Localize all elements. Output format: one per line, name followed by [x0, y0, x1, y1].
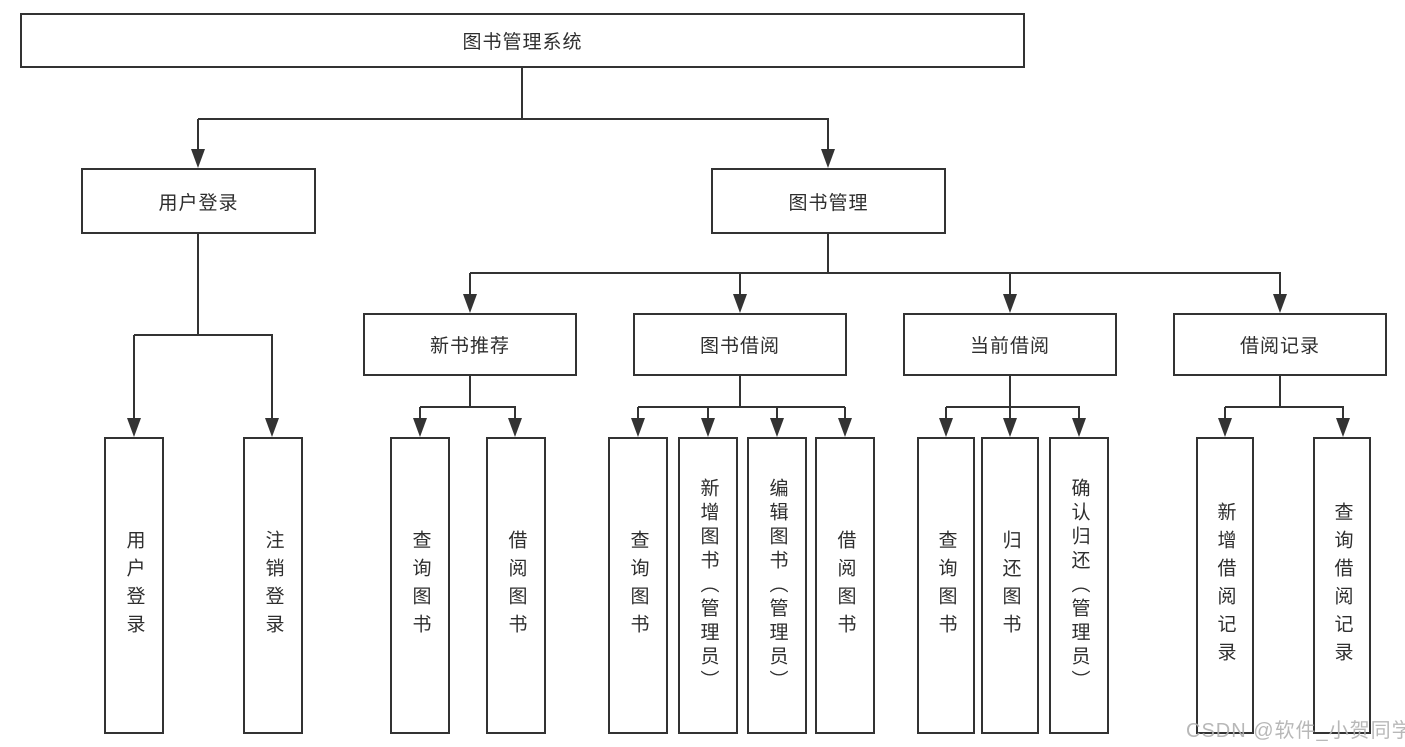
leaf-user-login: 用户登录: [104, 437, 164, 734]
node-root-system: 图书管理系统: [20, 13, 1025, 68]
leaf-query-books-current: 查询图书: [917, 437, 975, 734]
leaf-query-books-recommend: 查询图书: [390, 437, 450, 734]
leaf-add-book-admin: 新增图书（管理员）: [678, 437, 738, 734]
csdn-watermark: CSDN @软件_小贺同学: [1186, 720, 1405, 742]
leaf-query-books-borrow: 查询图书: [608, 437, 668, 734]
leaf-borrow-book: 借阅图书: [815, 437, 875, 734]
leaf-return-book: 归还图书: [981, 437, 1039, 734]
leaf-confirm-return-admin: 确认归还（管理员）: [1049, 437, 1109, 734]
leaf-edit-book-admin: 编辑图书（管理员）: [747, 437, 807, 734]
node-new-book-recommend: 新书推荐: [363, 313, 577, 376]
arrowhead-icons: [127, 149, 1350, 437]
node-book-borrow: 图书借阅: [633, 313, 847, 376]
leaf-query-borrow-record: 查询借阅记录: [1313, 437, 1371, 734]
node-borrow-records: 借阅记录: [1173, 313, 1387, 376]
leaf-add-borrow-record: 新增借阅记录: [1196, 437, 1254, 734]
node-current-borrow: 当前借阅: [903, 313, 1117, 376]
leaf-logout-login: 注销登录: [243, 437, 303, 734]
leaf-borrow-books-recommend: 借阅图书: [486, 437, 546, 734]
node-user-login: 用户登录: [81, 168, 316, 234]
node-book-management: 图书管理: [711, 168, 946, 234]
